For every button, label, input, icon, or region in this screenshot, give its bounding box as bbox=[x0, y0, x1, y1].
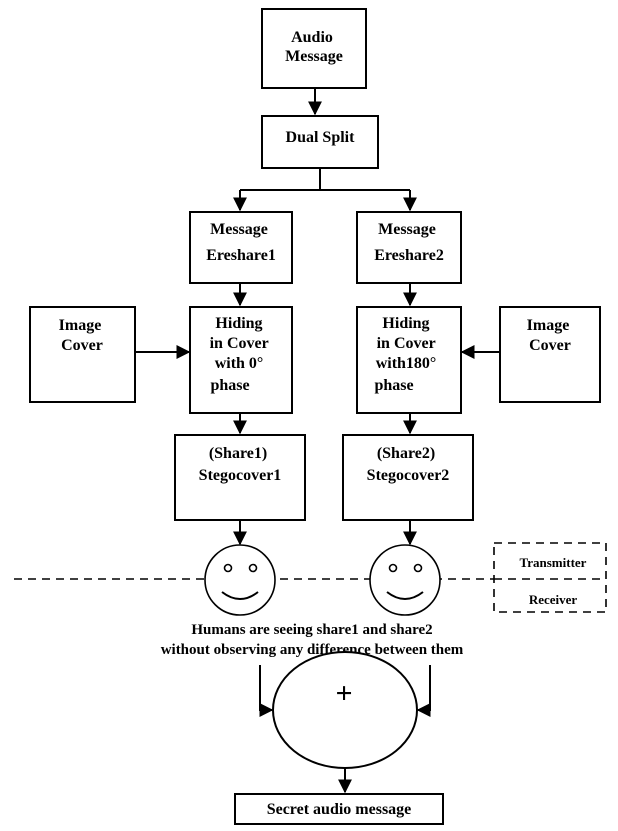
svg-text:Hiding in Cover wi: Hiding in Cover with180° phase bbox=[374, 315, 440, 394]
audio-message-box: Audio Message bbox=[261, 8, 367, 89]
hiding-0-line: phase bbox=[210, 377, 249, 394]
receiver-label: Receiver bbox=[529, 592, 578, 607]
transmitter-label: Transmitter bbox=[520, 555, 587, 570]
message-share1-line: Message bbox=[210, 221, 268, 238]
transmitter-receiver-legend: Transmitter Receiver bbox=[493, 542, 607, 613]
legend-frame bbox=[493, 542, 607, 613]
arrow-to-combiner-right bbox=[416, 665, 431, 717]
hiding-180-line: in Cover bbox=[377, 335, 436, 352]
stegocover1-line: (Share1) bbox=[209, 445, 267, 462]
svg-text:Hiding in Cover wi: Hiding in Cover with 0° phase bbox=[210, 315, 273, 394]
message-share2-box: Message Ereshare2 bbox=[356, 211, 462, 284]
svg-text:(Share2) Stegocover2: (Share2) Stegocover2 bbox=[367, 445, 450, 484]
image-cover-right-line: Cover bbox=[529, 337, 571, 354]
dual-split-label: Dual Split bbox=[286, 129, 356, 146]
image-cover-left-line: Cover bbox=[61, 337, 103, 354]
hiding-180-line: with180° bbox=[376, 355, 437, 372]
audio-message-line: Audio bbox=[291, 29, 333, 46]
hiding-0-line: with 0° bbox=[215, 355, 264, 372]
message-share2-line: Ereshare2 bbox=[374, 247, 444, 264]
stegocover1-line: Stegocover1 bbox=[199, 467, 282, 484]
stegocover2-line: (Share2) bbox=[377, 445, 435, 462]
message-share2-line: Message bbox=[378, 221, 436, 238]
humans-caption-line1: Humans are seeing share1 and share2 bbox=[191, 622, 432, 638]
image-cover-right-line: Image bbox=[527, 317, 570, 334]
hiding-180-phase-box: Hiding in Cover with180° phase bbox=[356, 306, 462, 414]
message-share1-box: Message Ereshare1 bbox=[189, 211, 293, 284]
message-share1-line: Ereshare1 bbox=[206, 247, 276, 264]
secret-audio-message-box: Secret audio message bbox=[234, 793, 444, 825]
audio-message-line: Message bbox=[285, 48, 343, 65]
secret-audio-message-label: Secret audio message bbox=[267, 801, 412, 818]
svg-text:(Share1) Stegocover1: (Share1) Stegocover1 bbox=[199, 445, 282, 484]
dual-split-box: Dual Split bbox=[261, 115, 379, 169]
hiding-0-line: in Cover bbox=[210, 335, 269, 352]
plus-icon: + bbox=[335, 677, 352, 710]
svg-text:Message Ereshare1: Message Ereshare1 bbox=[206, 221, 276, 264]
image-cover-left-box: Image Cover bbox=[29, 306, 136, 403]
arrow-to-combiner-left bbox=[259, 665, 274, 717]
hiding-180-line: Hiding bbox=[382, 315, 429, 332]
connectors bbox=[135, 88, 500, 794]
stegocover2-box: (Share2) Stegocover2 bbox=[342, 434, 474, 521]
svg-text:Image Cover: Image Cover bbox=[59, 317, 106, 354]
svg-text:Message Ereshare2: Message Ereshare2 bbox=[374, 221, 444, 264]
hiding-0-line: Hiding bbox=[215, 315, 262, 332]
smiley-face-icon bbox=[369, 544, 441, 616]
hiding-0-phase-box: Hiding in Cover with 0° phase bbox=[189, 306, 293, 414]
svg-text:Image Cover: Image Cover bbox=[527, 317, 574, 354]
smiley-face-icon bbox=[204, 544, 276, 616]
stegocover1-box: (Share1) Stegocover1 bbox=[174, 434, 306, 521]
image-cover-left-line: Image bbox=[59, 317, 102, 334]
stegocover2-line: Stegocover2 bbox=[367, 467, 450, 484]
combiner-node: + bbox=[272, 651, 418, 769]
hiding-180-line: phase bbox=[374, 377, 413, 394]
humans-caption-line2: without observing any difference between… bbox=[161, 642, 464, 658]
image-cover-right-box: Image Cover bbox=[499, 306, 601, 403]
svg-text:Audio Message: Audio Message bbox=[285, 29, 343, 65]
